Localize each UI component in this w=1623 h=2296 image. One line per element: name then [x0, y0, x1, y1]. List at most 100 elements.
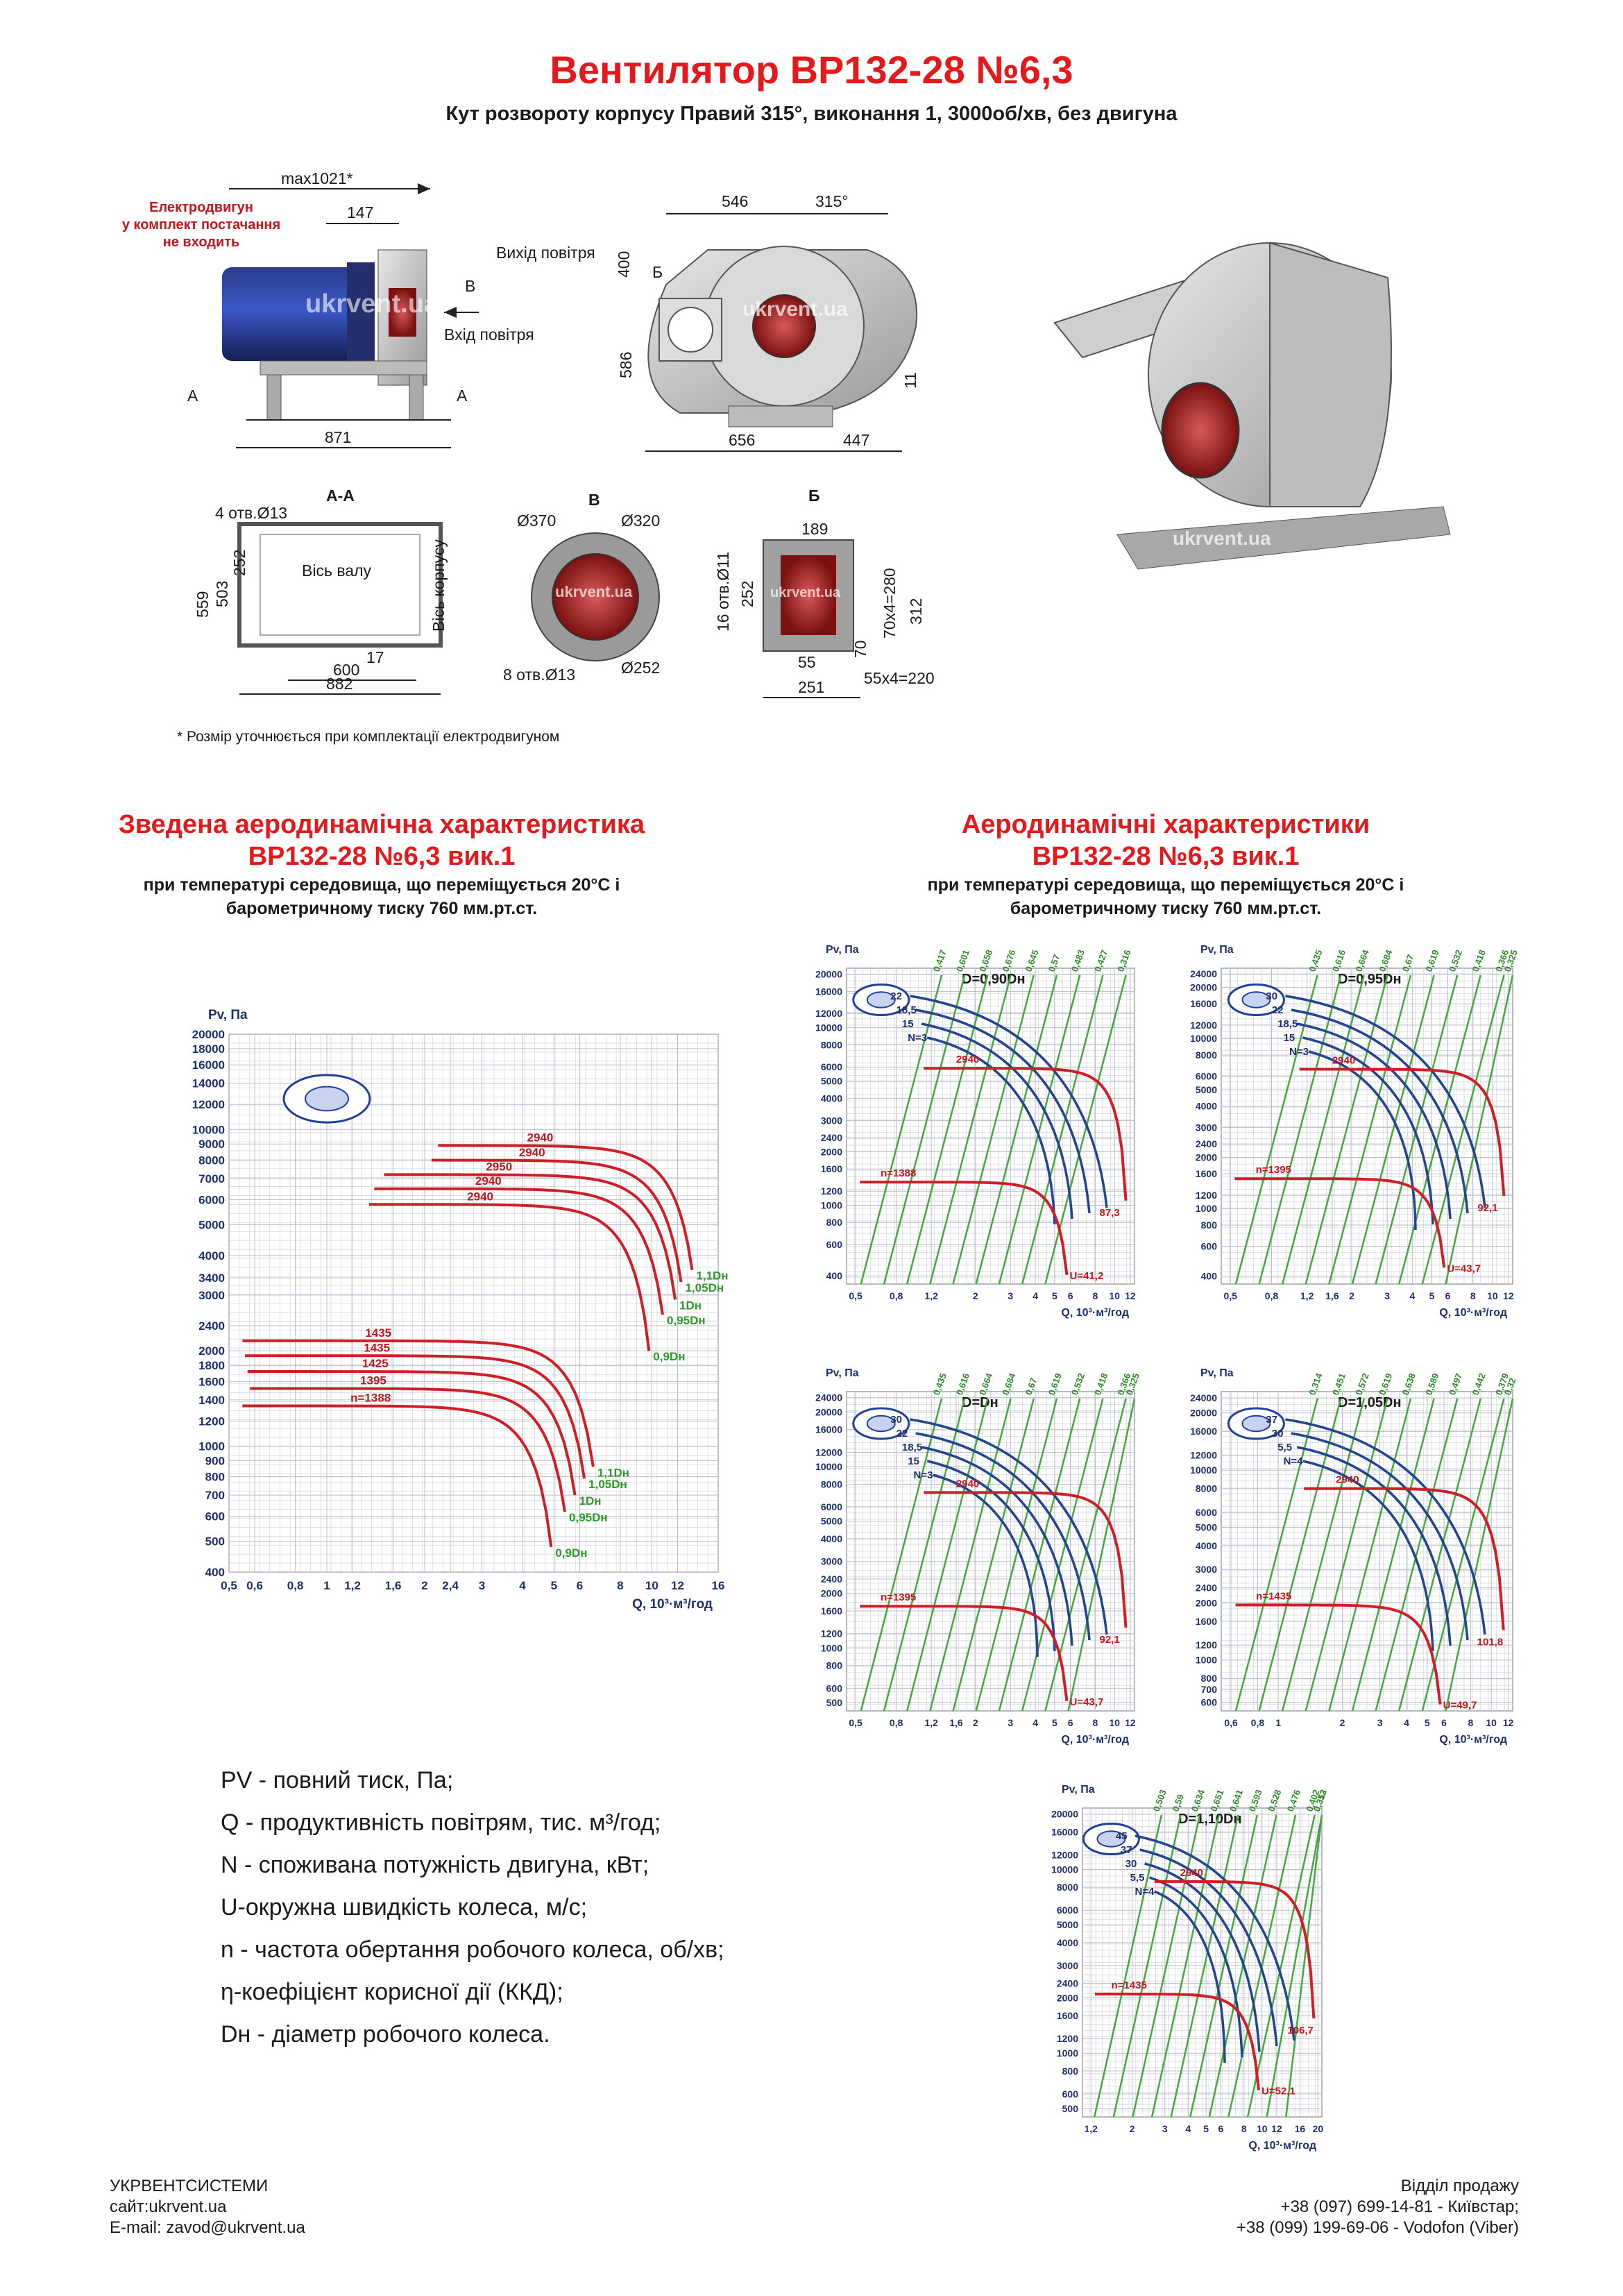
legend-eta: η-коефіцієнт корисної дії (ККД);: [221, 1979, 563, 2005]
phone-vodafone[interactable]: +38 (099) 199-69-06 - Vodofon (Viber): [1236, 2218, 1519, 2237]
eta-line: [998, 974, 1081, 1285]
series-diameter-label: 1,1Dн: [597, 1466, 629, 1479]
power-label: 22: [890, 990, 902, 1002]
y-tick-label: 700: [205, 1489, 225, 1502]
low-speed-label: n=1395: [881, 1592, 916, 1603]
x-tick-label: 8: [1468, 1717, 1474, 1728]
logo-core: [305, 1086, 349, 1112]
power-line: [1291, 1432, 1469, 1641]
x-tick-label: 8: [1241, 2123, 1247, 2134]
y-tick-label: 2000: [1196, 1151, 1217, 1163]
x-tick-label: 2,4: [442, 1579, 459, 1592]
y-tick-label: 8000: [198, 1154, 225, 1167]
svg-text:ukrvent.ua: ukrvent.ua: [770, 585, 841, 600]
eta-line: [1246, 1814, 1316, 2118]
phone-kyivstar[interactable]: +38 (097) 699-14-81 - Київстар;: [1280, 2197, 1519, 2216]
section-be-marker: Б: [652, 263, 663, 281]
svg-text:871: 871: [325, 428, 351, 446]
y-tick-label: 12000: [1190, 1020, 1217, 1031]
x-tick-label: 6: [1445, 1290, 1451, 1301]
x-tick-label: 1,2: [924, 1290, 938, 1301]
x-tick-label: 2: [1130, 2123, 1135, 2134]
power-line: [1139, 1848, 1278, 2047]
y-tick-label: 1000: [1057, 2048, 1078, 2059]
x-tick-label: 2: [973, 1717, 978, 1728]
x-tick-label: 16: [1295, 2123, 1306, 2134]
x-axis-label: Q, 10³·м³/год: [1248, 2140, 1316, 2152]
power-label: 18,5: [1277, 1018, 1298, 1030]
series-line: [374, 1187, 664, 1315]
eta-line: [1170, 1814, 1239, 2118]
y-tick-label: 12000: [815, 1446, 842, 1458]
charts-subtitle: при температурі середовища, що переміщує…: [927, 875, 1404, 918]
svg-text:147: 147: [347, 203, 373, 221]
chart-title: D=0,95Dн: [1338, 972, 1402, 987]
y-tick-label: 9000: [198, 1138, 225, 1151]
x-tick-label: 3: [1377, 1717, 1383, 1728]
x-tick-label: 8: [1093, 1290, 1098, 1301]
svg-text:189: 189: [801, 520, 828, 538]
power-label: 15: [1284, 1032, 1295, 1044]
eta-line: [952, 974, 1035, 1285]
low-speed-curve: [1234, 1177, 1446, 1268]
power-line: [921, 1446, 1073, 1646]
x-tick-label: 10: [1109, 1290, 1120, 1301]
low-speed-label: n=1395: [1256, 1164, 1291, 1176]
eta-line: [883, 1398, 966, 1712]
power-line: [1135, 1834, 1295, 2041]
power-line: [1285, 995, 1486, 1208]
y-tick-label: 10000: [1190, 1033, 1217, 1044]
y-tick-label: 2000: [821, 1588, 842, 1599]
company-name: УКРВЕНТСИСТЕМИ: [110, 2177, 269, 2195]
y-tick-label: 6000: [1196, 1507, 1217, 1518]
svg-text:55х4=220: 55х4=220: [864, 669, 935, 687]
eta-line: [1044, 1398, 1127, 1712]
y-tick-label: 400: [1201, 1271, 1218, 1282]
chart-title: D=0,90Dн: [962, 972, 1026, 987]
x-tick-label: 8: [617, 1579, 623, 1592]
company-email[interactable]: E-mail: zavod@ukrvent.ua: [110, 2218, 305, 2237]
y-tick-label: 1200: [821, 1185, 842, 1197]
svg-text:503: 503: [213, 581, 231, 607]
svg-text:656: 656: [729, 431, 755, 449]
power-label: 30: [1125, 1858, 1137, 1870]
power-line: [1144, 1862, 1261, 2052]
eta-line: [1021, 1398, 1104, 1712]
y-tick-label: 5000: [198, 1219, 225, 1232]
y-tick-label: 1200: [821, 1628, 842, 1639]
high-speed-label: 2940: [956, 1054, 979, 1065]
power-label: 18,5: [897, 1004, 917, 1016]
svg-text:А-А: А-А: [326, 487, 355, 505]
power-line: [926, 1460, 1056, 1652]
chart-title: D=1,10Dн: [1178, 1812, 1242, 1827]
series-diameter-label: 0,9Dн: [653, 1350, 685, 1363]
motor-note-3: не входить: [163, 235, 240, 250]
power-label: 30: [890, 1414, 902, 1426]
y-tick-label: 16000: [815, 986, 842, 997]
company-site[interactable]: сайт:ukrvent.ua: [110, 2197, 227, 2216]
x-tick-label: 1: [323, 1579, 330, 1592]
power-label: N=3: [1289, 1046, 1309, 1058]
max-width-label: max1021*: [281, 169, 353, 187]
x-tick-label: 10: [645, 1579, 658, 1592]
eta-line: [1285, 1814, 1323, 2118]
power-line: [915, 1432, 1091, 1641]
y-tick-label: 18000: [192, 1043, 225, 1056]
y-tick-label: 8000: [821, 1039, 842, 1050]
y-tick-label: 20000: [1190, 981, 1217, 993]
y-tick-label: 6000: [821, 1061, 842, 1072]
x-tick-label: 12: [1271, 2123, 1282, 2134]
x-tick-label: 0,8: [1265, 1290, 1279, 1301]
power-line: [1296, 1446, 1452, 1646]
svg-text:Вісь валу: Вісь валу: [302, 562, 371, 580]
x-tick-label: 5: [551, 1579, 557, 1592]
y-tick-label: 800: [826, 1217, 843, 1228]
power-label: 22: [1272, 1004, 1284, 1016]
